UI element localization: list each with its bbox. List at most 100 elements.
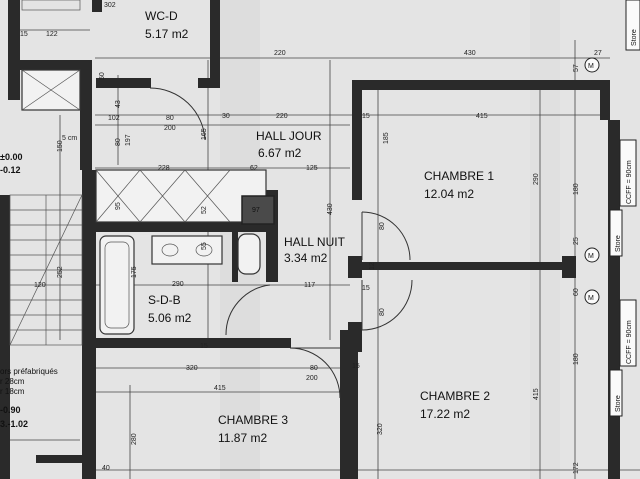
marker-m xyxy=(584,57,600,73)
ccff-box xyxy=(619,299,637,367)
door-wc xyxy=(149,87,206,141)
note-text: ors préfabriqués xyxy=(0,367,58,376)
level-text: -0.90 xyxy=(0,405,21,415)
doors xyxy=(149,87,413,399)
dim-text: 62 xyxy=(250,165,258,172)
dim-text: 197 xyxy=(125,134,132,146)
dim-text: 180 xyxy=(573,183,580,195)
dim-text: 172 xyxy=(573,462,580,474)
dim-text: 122 xyxy=(46,31,58,38)
room-labels: WC-D 5.17 m2 HALL JOUR 6.67 m2 CHAMBRE 1… xyxy=(145,9,494,445)
paper-fold-shade xyxy=(530,0,560,479)
dim-text: 180 xyxy=(573,353,580,365)
room-area-chambre1: 12.04 m2 xyxy=(424,187,474,201)
dim-text: 80 xyxy=(115,138,122,146)
door-chambre3 xyxy=(289,347,341,399)
dim-text: 15 xyxy=(362,285,370,292)
dim-text: 15 xyxy=(362,113,370,120)
note-text: r 28cm xyxy=(0,377,25,386)
level-text: ±0.00 xyxy=(0,152,22,162)
dim-text: 117 xyxy=(304,282,315,289)
room-area-hall-jour: 6.67 m2 xyxy=(258,146,302,160)
dim-text: 43 xyxy=(115,100,122,108)
dim-text: 80 xyxy=(310,365,318,372)
room-name-hall-jour: HALL JOUR xyxy=(256,129,322,143)
room-area-chambre2: 17.22 m2 xyxy=(420,407,470,421)
store-box xyxy=(625,0,640,51)
svg-text:CCFF = 90cm: CCFF = 90cm xyxy=(626,160,633,204)
dim-text: 290 xyxy=(172,281,184,288)
dim-text: 200 xyxy=(164,125,176,132)
dim-text: 5 cm xyxy=(62,135,77,142)
dim-text: 165 xyxy=(201,128,208,140)
dim-text: 15 xyxy=(200,343,208,350)
marker-m xyxy=(584,247,600,263)
dim-text: 150 xyxy=(57,140,64,152)
room-name-wcd: WC-D xyxy=(145,9,178,23)
svg-text:Store: Store xyxy=(615,395,622,412)
room-area-chambre3: 11.87 m2 xyxy=(218,431,267,445)
store-box xyxy=(609,369,623,417)
dim-text: 220 xyxy=(274,50,286,57)
dim-text: 125 xyxy=(306,165,318,172)
door-sdb xyxy=(225,284,271,336)
dim-text: 52 xyxy=(201,206,208,214)
door-chambre2 xyxy=(361,279,413,331)
room-name-chambre1: CHAMBRE 1 xyxy=(424,169,494,183)
svg-text:Store: Store xyxy=(631,29,638,46)
dim-text: 280 xyxy=(131,433,138,445)
box-label: 97 xyxy=(252,207,260,214)
dim-text: 95 xyxy=(115,202,122,210)
room-name-chambre3: CHAMBRE 3 xyxy=(218,413,288,427)
svg-text:CCFF = 90cm: CCFF = 90cm xyxy=(626,320,633,364)
dim-text: 15 xyxy=(20,31,28,38)
dim-text: 175 xyxy=(131,266,138,278)
dim-text: 27 xyxy=(594,50,602,57)
dim-text: 415 xyxy=(533,388,540,400)
dim-text: 80 xyxy=(379,308,386,316)
room-area-hall-nuit: 3.34 m2 xyxy=(284,251,328,265)
dim-text: 320 xyxy=(377,423,384,435)
dim-text: 40 xyxy=(102,465,110,472)
room-name-hall-nuit: HALL NUIT xyxy=(284,235,346,249)
double-sink xyxy=(151,235,223,265)
window-grid xyxy=(21,0,81,11)
room-name-sdb: S-D-B xyxy=(148,293,181,307)
store-box xyxy=(609,209,623,257)
ccff-box xyxy=(619,139,637,207)
dim-text: 415 xyxy=(214,385,226,392)
svg-text:Store: Store xyxy=(615,235,622,252)
room-name-chambre2: CHAMBRE 2 xyxy=(420,389,490,403)
dim-text: 228 xyxy=(158,165,170,172)
fixtures: 97 xyxy=(9,0,275,346)
door-chambre1 xyxy=(361,211,411,261)
dim-text: 185 xyxy=(383,132,390,144)
dim-text: 320 xyxy=(186,365,198,372)
dim-text: 25 xyxy=(573,237,580,245)
svg-text:M: M xyxy=(588,63,594,70)
svg-text:M: M xyxy=(588,253,594,260)
room-area-sdb: 5.06 m2 xyxy=(148,311,192,325)
toilet xyxy=(237,233,261,275)
dim-text: 55 xyxy=(201,242,208,250)
level-text: 3.-1.02 xyxy=(0,419,28,429)
annotations: M M M Store Store Store CCFF = 90cm CCFF… xyxy=(0,0,640,429)
dim-text: 12 xyxy=(369,262,376,270)
dim-text: 80 xyxy=(166,115,174,122)
dim-text: 220 xyxy=(276,113,288,120)
dim-text: 430 xyxy=(464,50,476,57)
dim-text: 30 xyxy=(222,113,230,120)
dim-text: 15 xyxy=(352,363,360,370)
level-text: -0.12 xyxy=(0,165,21,175)
note-text: r 18cm xyxy=(0,387,25,396)
svg-text:M: M xyxy=(588,295,594,302)
dimension-texts: 302 122 15 220 430 27 415 220 30 102 80 … xyxy=(20,2,602,474)
dim-text: 302 xyxy=(104,2,116,9)
dim-text: 200 xyxy=(306,375,318,382)
bathtub xyxy=(99,235,135,335)
dim-text: 430 xyxy=(327,203,334,215)
dim-text: 290 xyxy=(533,173,540,185)
dim-text: 80 xyxy=(379,222,386,230)
dim-text: 57 xyxy=(573,64,580,72)
